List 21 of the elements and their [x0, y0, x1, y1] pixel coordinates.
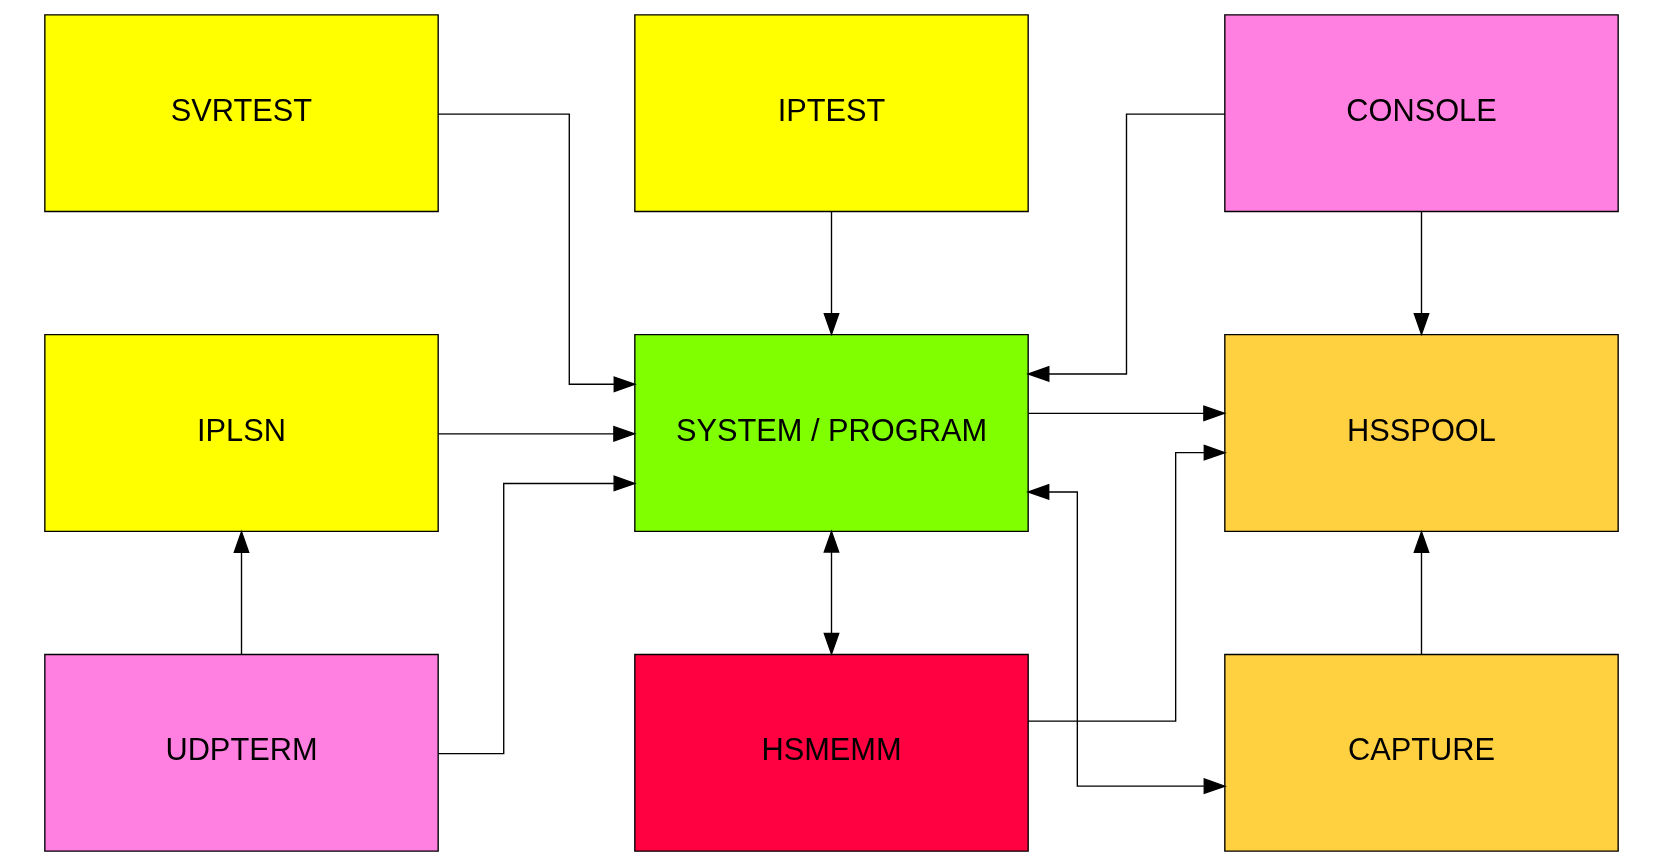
node-box: IPTEST — [634, 14, 1029, 213]
arrow — [823, 211, 840, 337]
arrow — [1026, 483, 1227, 795]
arrow — [438, 425, 637, 442]
arrow — [437, 475, 637, 755]
arrow — [1413, 211, 1430, 337]
node-box: IPLSN — [44, 334, 439, 532]
node-box: CAPTURE — [1224, 653, 1619, 852]
node-box: UDPTERM — [44, 653, 439, 852]
arrow — [823, 529, 840, 657]
node-box: HSMEMM — [634, 653, 1029, 852]
arrow — [1413, 529, 1430, 655]
node-box: CONSOLE — [1224, 14, 1619, 213]
arrow — [1026, 113, 1226, 383]
arrow — [1028, 405, 1227, 422]
arrow — [1027, 444, 1227, 722]
arrow — [437, 113, 637, 393]
node-box: SYSTEM / PROGRAM — [634, 334, 1029, 532]
node-box: HSSPOOL — [1224, 334, 1619, 532]
arrow — [233, 529, 250, 655]
node-box: SVRTEST — [44, 14, 439, 213]
